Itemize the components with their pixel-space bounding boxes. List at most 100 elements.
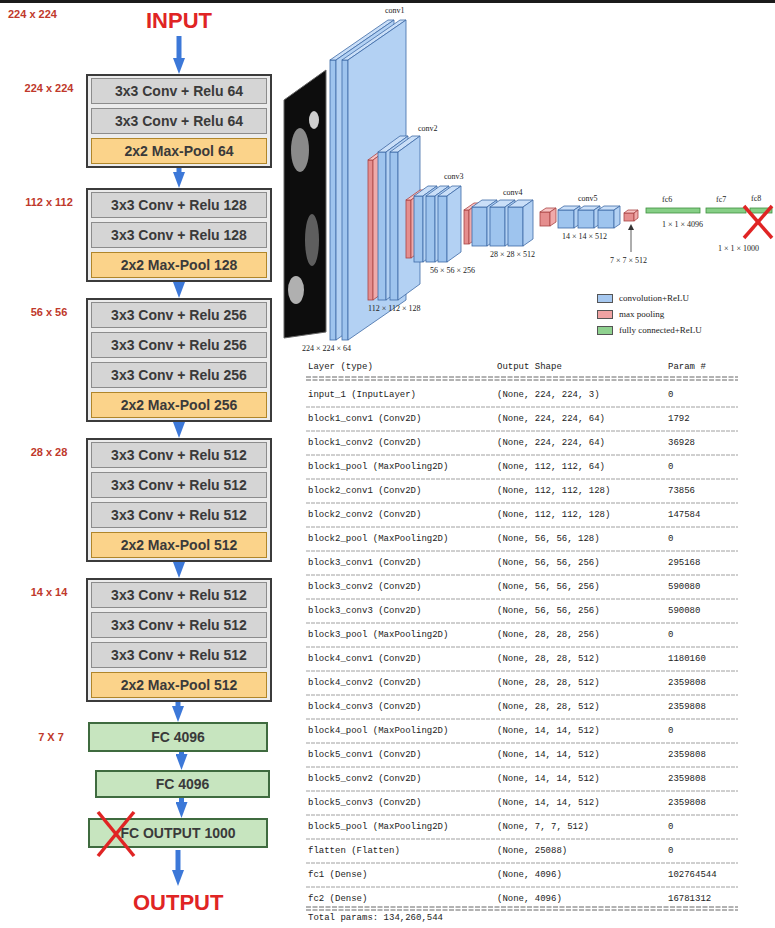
table-cell: (None, 14, 14, 512)	[497, 774, 600, 784]
table-cell: 1180160	[668, 654, 706, 664]
layer-label: 3x3 Conv + Relu 256	[111, 337, 247, 354]
layer-label: FC 4096	[151, 729, 205, 746]
layer-label: 3x3 Conv + Relu 128	[111, 197, 247, 214]
table-cell: (None, 28, 28, 512)	[497, 702, 600, 712]
table-cell: (None, 4096)	[497, 894, 562, 904]
table-cell: block4_conv1 (Conv2D)	[308, 654, 421, 664]
pool-box: 2x2 Max-Pool 64	[91, 138, 267, 164]
dimension-label: 14 × 14 × 512	[562, 232, 607, 241]
table-cell: (None, 4096)	[497, 870, 562, 880]
flow-arrow	[177, 562, 182, 568]
table-cell: block1_conv2 (Conv2D)	[308, 438, 421, 448]
legend-text: convolution+ReLU	[619, 293, 689, 303]
conv-box: 3x3 Conv + Relu 128	[91, 192, 267, 218]
size-label: 56 x 56	[14, 306, 84, 319]
table-cell: (None, 14, 14, 512)	[497, 726, 600, 736]
layer-label: 3x3 Conv + Relu 64	[115, 113, 243, 130]
conv-slab	[342, 60, 348, 340]
fc-box: 7 X 7FC 4096	[88, 722, 268, 752]
layer-label: 2x2 Max-Pool 512	[121, 677, 238, 694]
flow-arrow	[177, 282, 182, 288]
conv-slab	[508, 207, 523, 246]
conv-slab	[348, 20, 406, 340]
pool-slab	[368, 160, 373, 300]
table-cell: (None, 112, 112, 128)	[497, 486, 610, 496]
table-cell: fc1 (Dense)	[308, 870, 367, 880]
table-cell: 0	[668, 390, 673, 400]
conv-box: 3x3 Conv + Relu 512	[91, 612, 267, 638]
layer-group: 224 x 2243x3 Conv + Relu 643x3 Conv + Re…	[86, 74, 272, 168]
size-label: 14 x 14	[14, 586, 84, 599]
table-cell: Param #	[668, 362, 706, 372]
table-cell: 36928	[668, 438, 695, 448]
table-cell: block2_conv2 (Conv2D)	[308, 510, 421, 520]
layer-label: 3x3 Conv + Relu 64	[115, 83, 243, 100]
conv-box: 3x3 Conv + Relu 512	[91, 642, 267, 668]
table-cell: block4_conv3 (Conv2D)	[308, 702, 421, 712]
conv-slab	[414, 196, 423, 262]
layer-group: 28 x 283x3 Conv + Relu 5123x3 Conv + Rel…	[86, 438, 272, 562]
pool-box: 2x2 Max-Pool 512	[91, 672, 267, 698]
layer-name: conv2	[418, 124, 438, 133]
layer-name: conv3	[444, 172, 464, 181]
flow-arrow	[179, 752, 184, 760]
pool-slab	[624, 213, 634, 221]
table-cell: block3_conv3 (Conv2D)	[308, 606, 421, 616]
layer-name: conv5	[578, 194, 598, 203]
top-rule	[0, 0, 775, 3]
table-cell: (None, 56, 56, 256)	[497, 606, 600, 616]
table-cell: (None, 56, 56, 256)	[497, 558, 600, 568]
dimension-label: 28 × 28 × 512	[490, 250, 535, 259]
dimension-label: 224 × 224 × 64	[302, 344, 351, 353]
table-cell: 2359808	[668, 798, 706, 808]
table-cell: 16781312	[668, 894, 711, 904]
layer-group: 112 x 1123x3 Conv + Relu 1283x3 Conv + R…	[86, 188, 272, 282]
fc-bar	[706, 208, 746, 213]
layer-name: fc8	[751, 194, 761, 203]
table-cell: 0	[668, 462, 673, 472]
size-label: 112 x 112	[14, 196, 84, 209]
conv-slab	[426, 196, 435, 262]
layer-name: conv4	[503, 188, 523, 197]
image-detail	[305, 214, 319, 266]
conv-slab	[330, 60, 336, 340]
conv-slab	[598, 210, 614, 228]
table-cell: 147584	[668, 510, 700, 520]
leader-line	[631, 228, 632, 252]
table-cell: 0	[668, 846, 673, 856]
fc-box: FC 4096	[95, 770, 270, 798]
conv-slab	[438, 196, 447, 262]
dimension-label: 112 × 112 × 128	[368, 304, 420, 313]
conv-box: 3x3 Conv + Relu 512	[91, 502, 267, 528]
conv-slab	[447, 186, 461, 262]
layer-label: 3x3 Conv + Relu 512	[111, 447, 247, 464]
flow-arrow	[177, 168, 182, 178]
table-cell: 0	[668, 822, 673, 832]
legend-entry: fully connected+ReLU	[597, 325, 702, 335]
table-rule	[306, 377, 738, 380]
conv-slab	[578, 210, 594, 228]
table-cell: block1_pool (MaxPooling2D)	[308, 462, 448, 472]
table-cell: block2_pool (MaxPooling2D)	[308, 534, 448, 544]
layer-label: 3x3 Conv + Relu 256	[111, 367, 247, 384]
table-cell: 2359808	[668, 678, 706, 688]
layer-label: 3x3 Conv + Relu 512	[111, 617, 247, 634]
pool-slab	[406, 200, 411, 258]
table-cell: 590080	[668, 582, 700, 592]
table-cell: 0	[668, 726, 673, 736]
size-label: 7 X 7	[16, 731, 86, 744]
layer-label: 2x2 Max-Pool 64	[125, 143, 234, 160]
table-cell: block3_pool (MaxPooling2D)	[308, 630, 448, 640]
input-image	[284, 70, 326, 338]
pool-box: 2x2 Max-Pool 256	[91, 392, 267, 418]
table-cell: (None, 7, 7, 512)	[497, 822, 589, 832]
legend-swatch	[597, 294, 613, 303]
flow-arrow	[177, 422, 182, 428]
table-cell: (None, 56, 56, 256)	[497, 582, 600, 592]
flow-arrow	[176, 702, 181, 712]
table-cell: block1_conv1 (Conv2D)	[308, 414, 421, 424]
table-cell: (None, 56, 56, 128)	[497, 534, 600, 544]
layer-label: 2x2 Max-Pool 512	[121, 537, 238, 554]
dimension-label: 1 × 1 × 1000	[718, 244, 759, 253]
image-detail	[309, 111, 319, 129]
